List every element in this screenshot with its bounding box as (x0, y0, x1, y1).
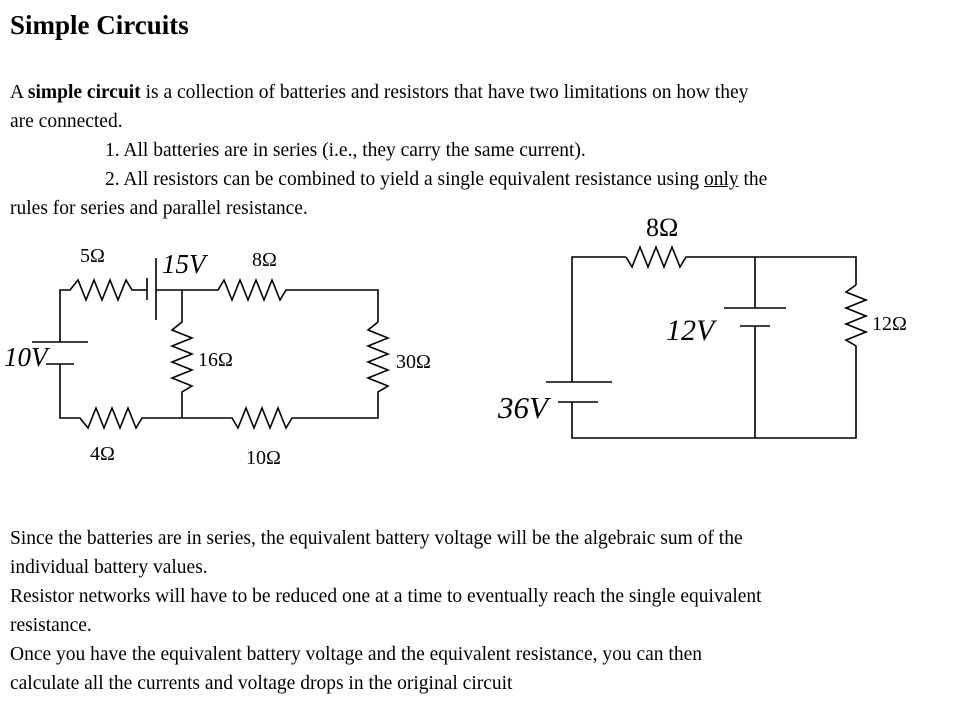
intro-rest: is a collection of batteries and resisto… (145, 82, 749, 103)
explanation-line-2: individual battery values. (10, 557, 208, 578)
intro-line-5: rules for series and parallel resistance… (10, 198, 308, 219)
left-top-junction (156, 289, 183, 298)
intro-item-2-text: 2. All resistors can be combined to yiel… (105, 169, 700, 190)
intro-paragraph: A simple circuit is a collection of batt… (10, 78, 940, 223)
label-8ohm-right: 8Ω (646, 213, 678, 242)
left-30ohm-resistor (292, 321, 391, 419)
label-8ohm-left: 8Ω (252, 249, 277, 271)
intro-item-2: 2. All resistors can be combined to yiel… (10, 165, 940, 194)
explanation-line-3: Resistor networks will have to be reduce… (10, 586, 762, 607)
right-bottom-wire (571, 402, 755, 439)
label-12ohm: 12Ω (872, 313, 907, 335)
intro-item-2-underlined: only (703, 169, 739, 190)
right-circuit: 8Ω 12V 12Ω 36V (497, 213, 907, 439)
explanation-paragraph: Since the batteries are in series, the e… (10, 524, 950, 698)
label-15v: 15V (162, 249, 209, 279)
intro-lead: A (10, 82, 24, 103)
label-36v: 36V (497, 390, 551, 425)
left-top-left-wire (59, 277, 140, 338)
page-title: Simple Circuits (10, 10, 189, 40)
label-4ohm: 4Ω (90, 443, 115, 465)
explanation-line-4: resistance. (10, 615, 92, 636)
label-5ohm: 5Ω (80, 245, 105, 267)
right-left-wire-top (571, 256, 626, 382)
label-10v: 10V (4, 342, 51, 372)
intro-item-1: 1. All batteries are in series (i.e., th… (105, 140, 586, 161)
explanation-line-5: Once you have the equivalent battery vol… (10, 644, 702, 665)
right-8ohm-resistor (625, 244, 857, 285)
intro-line-1: A simple circuit is a collection of batt… (10, 78, 940, 107)
left-circuit: 5Ω 15V 8Ω 16Ω 30Ω 10V 4Ω 10Ω (4, 245, 431, 469)
label-10ohm: 10Ω (246, 447, 281, 469)
explanation-line-1: Since the batteries are in series, the e… (10, 528, 743, 549)
label-12v: 12V (666, 314, 718, 347)
left-16ohm-resistor (169, 298, 195, 418)
intro-term: simple circuit (27, 82, 141, 103)
label-16ohm: 16Ω (198, 349, 233, 371)
right-12ohm-resistor (755, 284, 869, 439)
explanation-line-6: calculate all the currents and voltage d… (10, 673, 513, 694)
intro-item-2-tail: the (743, 169, 768, 190)
left-4ohm-resistor (59, 368, 182, 431)
left-top-right-wire (182, 277, 379, 322)
label-30ohm: 30Ω (396, 351, 431, 373)
left-10ohm-resistor (182, 405, 293, 431)
intro-line-2: are connected. (10, 111, 123, 132)
